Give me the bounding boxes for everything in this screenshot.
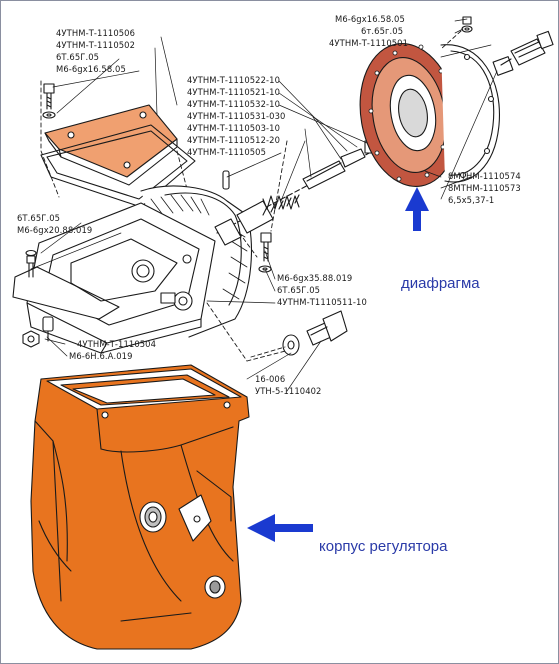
label-top-left-1: 4УТНМ-Т-1110506	[56, 28, 136, 38]
label-center-5: 4УТНМ-Т-1110503-10	[187, 123, 281, 133]
label-center-1: 4УТНМ-Т-1110522-10	[187, 75, 281, 85]
label-left-mid-2: М6-6gх20.88.019	[17, 225, 93, 235]
label-center-2: 4УТНМ-Т-1110521-10	[187, 87, 281, 97]
label-top-right-3: 4УТНМ-Т-1110501	[329, 38, 409, 48]
stud	[42, 316, 54, 342]
label-right-3: 6,5х5,37-1	[448, 195, 495, 205]
label-bottom-left-1: 4УТНМ-Т-1110504	[77, 339, 157, 349]
label-center-6: 4УТНМ-Т-1110512-20	[187, 135, 281, 145]
arrow-housing	[247, 514, 313, 542]
label-bottom-mid-2: УТН-5-1110402	[255, 386, 322, 396]
label-center-7: 4УТНМ-Т-1110505	[187, 147, 267, 157]
label-center-3: 4УТНМ-Т-1110532-10	[187, 99, 281, 109]
pin-small	[222, 170, 230, 190]
label-top-left-2: 4УТНМ-Т-1110502	[56, 40, 136, 50]
label-mid-right-2: 6Т.65Г.05	[277, 285, 321, 295]
regulator-housing	[30, 364, 250, 650]
leader-lines	[30, 18, 498, 392]
label-mid-right-1: М6-6gх35.88.019	[277, 273, 353, 283]
label-center-4: 4УТНМ-Т-1110531-030	[187, 111, 286, 121]
diaphragm-assembly	[359, 43, 514, 187]
label-top-left-4: М6-6gх16.58.05	[56, 64, 126, 74]
label-bottom-mid-1: 16-006	[255, 374, 286, 384]
label-top-right-1: М6-6gх16.58.05	[335, 14, 405, 24]
spring-rod-assembly	[214, 140, 378, 246]
callout-diaphragm: диафрагма	[401, 275, 480, 292]
label-left-mid-1: 6Т.65Г.05	[17, 213, 61, 223]
label-top-left-3: 6Т.65Г.05	[56, 52, 100, 62]
nut-bottom-left	[22, 330, 40, 348]
label-right-2: 8МТНМ-1110573	[448, 183, 521, 193]
arrow-diaphragm	[405, 187, 429, 231]
label-right-1: 8МТНМ-1110574	[448, 171, 521, 181]
label-mid-right-3: 4УТНМ-Т1110511-10	[277, 297, 367, 307]
bolt-head-right	[258, 232, 272, 273]
washer-top-right	[461, 16, 473, 33]
label-top-right-2: 6т.65г.05	[361, 26, 404, 36]
bolt-top-left	[42, 83, 56, 119]
label-bottom-left-2: М6-6Н.6.А.019	[69, 351, 133, 361]
callout-housing: корпус регулятора	[319, 538, 448, 555]
bolt-top-right	[500, 30, 554, 66]
drain-plug	[282, 310, 348, 356]
bolt-left	[25, 249, 37, 278]
